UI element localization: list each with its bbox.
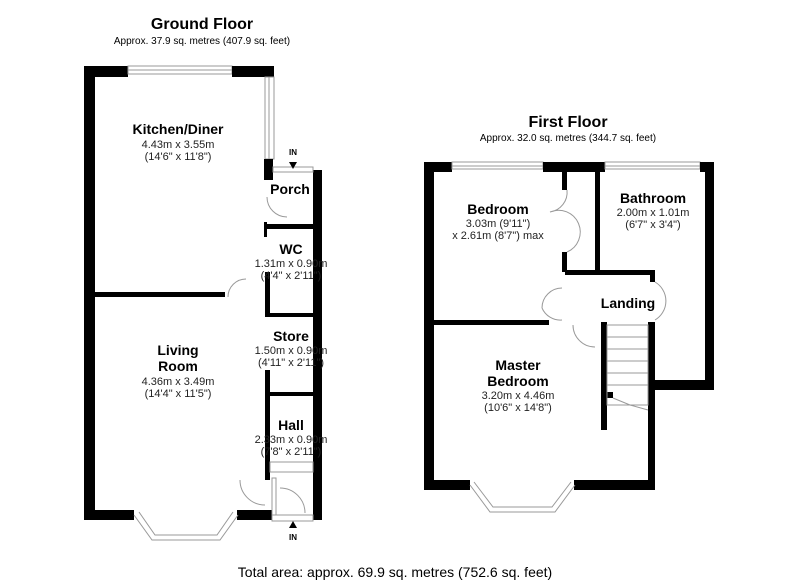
room-name: Landing — [601, 295, 655, 311]
room-dim-imperial: (14'6" x 11'8") — [145, 151, 212, 163]
room-dim-imperial: (4'11" x 2'11") — [258, 357, 324, 369]
first-floor: First Floor Approx. 32.0 sq. metres (344… — [424, 114, 714, 513]
room-dim-metric: 4.36m x 3.49m — [142, 376, 215, 388]
room-name: Porch — [270, 181, 310, 197]
room-name-line-1: Living — [157, 342, 198, 358]
entrance-label-top: IN — [289, 148, 297, 157]
entrance-arrow-down-icon — [289, 162, 297, 169]
room-dim-metric: 2.00m x 1.01m — [617, 207, 690, 219]
room-master-bedroom: Master Bedroom 3.20m x 4.46m (10'6" x 14… — [482, 357, 555, 414]
entrance-arrow-up-icon — [289, 521, 297, 528]
room-name: WC — [279, 241, 302, 257]
room-dim-line-1: 3.03m (9'11") — [466, 218, 531, 230]
ground-floor-walls — [84, 65, 322, 541]
room-name: Bedroom — [467, 201, 528, 217]
room-store: Store 1.50m x 0.90m (4'11" x 2'11") — [255, 328, 328, 369]
room-bedroom: Bedroom 3.03m (9'11") x 2.61m (8'7") max — [452, 201, 544, 242]
room-porch: Porch — [270, 181, 310, 197]
room-dim-line-2: x 2.61m (8'7") max — [452, 230, 544, 242]
first-floor-walls — [424, 161, 714, 513]
room-dim-metric: 3.20m x 4.46m — [482, 390, 555, 402]
room-dim-imperial: (6'7" x 3'4") — [625, 219, 680, 231]
room-bathroom: Bathroom 2.00m x 1.01m (6'7" x 3'4") — [617, 190, 690, 231]
first-floor-area: Approx. 32.0 sq. metres (344.7 sq. feet) — [480, 133, 656, 144]
room-dim-imperial: (10'6" x 14'8") — [484, 402, 552, 414]
room-dim-imperial: (7'8" x 2'11") — [261, 446, 322, 458]
room-dim-metric: 1.50m x 0.90m — [255, 345, 328, 357]
room-dim-metric: 4.43m x 3.55m — [142, 139, 215, 151]
room-name: Kitchen/Diner — [132, 121, 224, 137]
ground-floor-title: Ground Floor — [151, 16, 253, 33]
room-living-room: Living Room 4.36m x 3.49m (14'4" x 11'5"… — [142, 342, 215, 400]
room-kitchen-diner: Kitchen/Diner 4.43m x 3.55m (14'6" x 11'… — [132, 121, 224, 163]
room-dim-imperial: (4'4" x 2'11") — [261, 270, 322, 282]
room-name-line-1: Master — [495, 357, 541, 373]
room-name: Store — [273, 328, 309, 344]
ground-floor-area: Approx. 37.9 sq. metres (407.9 sq. feet) — [114, 36, 290, 47]
room-dim-imperial: (14'4" x 11'5") — [145, 388, 212, 400]
staircase — [606, 324, 649, 411]
room-dim-metric: 1.31m x 0.90m — [255, 258, 328, 270]
room-wc: WC 1.31m x 0.90m (4'4" x 2'11") — [255, 241, 328, 282]
room-hall: Hall 2.33m x 0.90m (7'8" x 2'11") — [255, 417, 328, 458]
first-floor-title: First Floor — [528, 114, 607, 131]
ground-floor: Ground Floor Approx. 37.9 sq. metres (40… — [84, 16, 327, 542]
total-area: Total area: approx. 69.9 sq. metres (752… — [238, 564, 552, 580]
room-landing: Landing — [601, 295, 655, 311]
room-name: Hall — [278, 417, 304, 433]
room-name: Bathroom — [620, 190, 686, 206]
room-dim-metric: 2.33m x 0.90m — [255, 434, 328, 446]
room-name-line-2: Room — [158, 358, 198, 374]
entrance-label-bottom: IN — [289, 533, 297, 542]
room-name-line-2: Bedroom — [487, 373, 548, 389]
